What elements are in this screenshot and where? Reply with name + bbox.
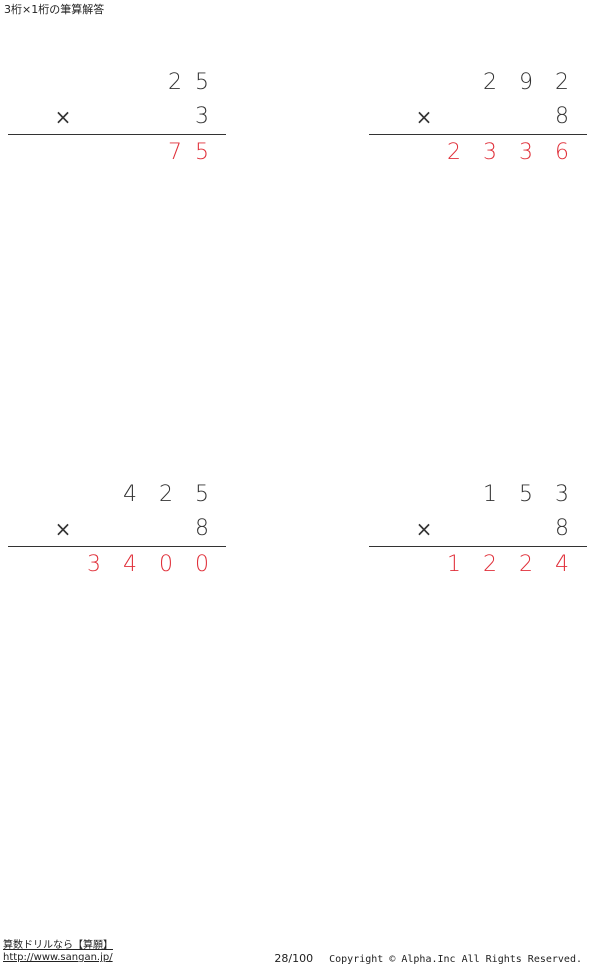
multiply-symbol: × xyxy=(415,517,433,541)
multiply-symbol: × xyxy=(54,105,72,129)
top-digit-hundreds: 1 xyxy=(483,482,497,507)
top-digit-tens: 2 xyxy=(168,70,182,95)
problem-1: 2 5 × 3 7 5 xyxy=(8,70,226,170)
footer-info: 28/100 Copyright © Alpha.Inc All Rights … xyxy=(274,953,582,966)
top-digit-hundreds: 2 xyxy=(483,70,497,95)
page-title: 3桁×1桁の筆算解答 xyxy=(4,3,105,16)
page-number: 28/100 xyxy=(274,952,314,965)
top-digit-ones: 2 xyxy=(555,70,569,95)
top-digit-tens: 5 xyxy=(519,482,533,507)
site-url-link[interactable]: http://www.sangan.jp/ xyxy=(3,952,113,963)
answer-digit-tens: 0 xyxy=(159,552,173,577)
answer-line xyxy=(369,546,587,547)
answer-digit-thousands: 3 xyxy=(87,552,101,577)
answer-digit-tens: 2 xyxy=(519,552,533,577)
answer-digit-tens: 3 xyxy=(519,140,533,165)
problem-4: 1 5 3 × 8 1 2 2 4 xyxy=(369,482,587,582)
top-digit-tens: 2 xyxy=(159,482,173,507)
top-digit-ones: 5 xyxy=(195,482,209,507)
answer-line xyxy=(369,134,587,135)
answer-digit-thousands: 1 xyxy=(447,552,461,577)
top-digit-ones: 3 xyxy=(555,482,569,507)
answer-digit-hundreds: 3 xyxy=(483,140,497,165)
top-digit-hundreds: 4 xyxy=(123,482,137,507)
footer-links: 算数ドリルなら【算願】 http://www.sangan.jp/ xyxy=(3,940,113,964)
answer-digit-hundreds: 4 xyxy=(123,552,137,577)
multiply-symbol: × xyxy=(54,517,72,541)
answer-line xyxy=(8,546,226,547)
answer-digit-ones: 4 xyxy=(555,552,569,577)
multiplier-digit: 3 xyxy=(195,104,209,129)
problem-3: 4 2 5 × 8 3 4 0 0 xyxy=(8,482,226,582)
answer-digit-ones: 0 xyxy=(195,552,209,577)
answer-digit-hundreds: 2 xyxy=(483,552,497,577)
multiplier-digit: 8 xyxy=(555,516,569,541)
answer-digit-thousands: 2 xyxy=(447,140,461,165)
copyright-text: Copyright © Alpha.Inc All Rights Reserve… xyxy=(329,954,582,965)
multiplier-digit: 8 xyxy=(195,516,209,541)
answer-line xyxy=(8,134,226,135)
answer-digit-tens: 7 xyxy=(168,140,182,165)
top-digit-tens: 9 xyxy=(519,70,533,95)
multiply-symbol: × xyxy=(415,105,433,129)
site-name-link[interactable]: 算数ドリルなら【算願】 xyxy=(3,940,113,951)
multiplier-digit: 8 xyxy=(555,104,569,129)
problem-2: 2 9 2 × 8 2 3 3 6 xyxy=(369,70,587,170)
answer-digit-ones: 6 xyxy=(555,140,569,165)
answer-digit-ones: 5 xyxy=(195,140,209,165)
top-digit-ones: 5 xyxy=(195,70,209,95)
